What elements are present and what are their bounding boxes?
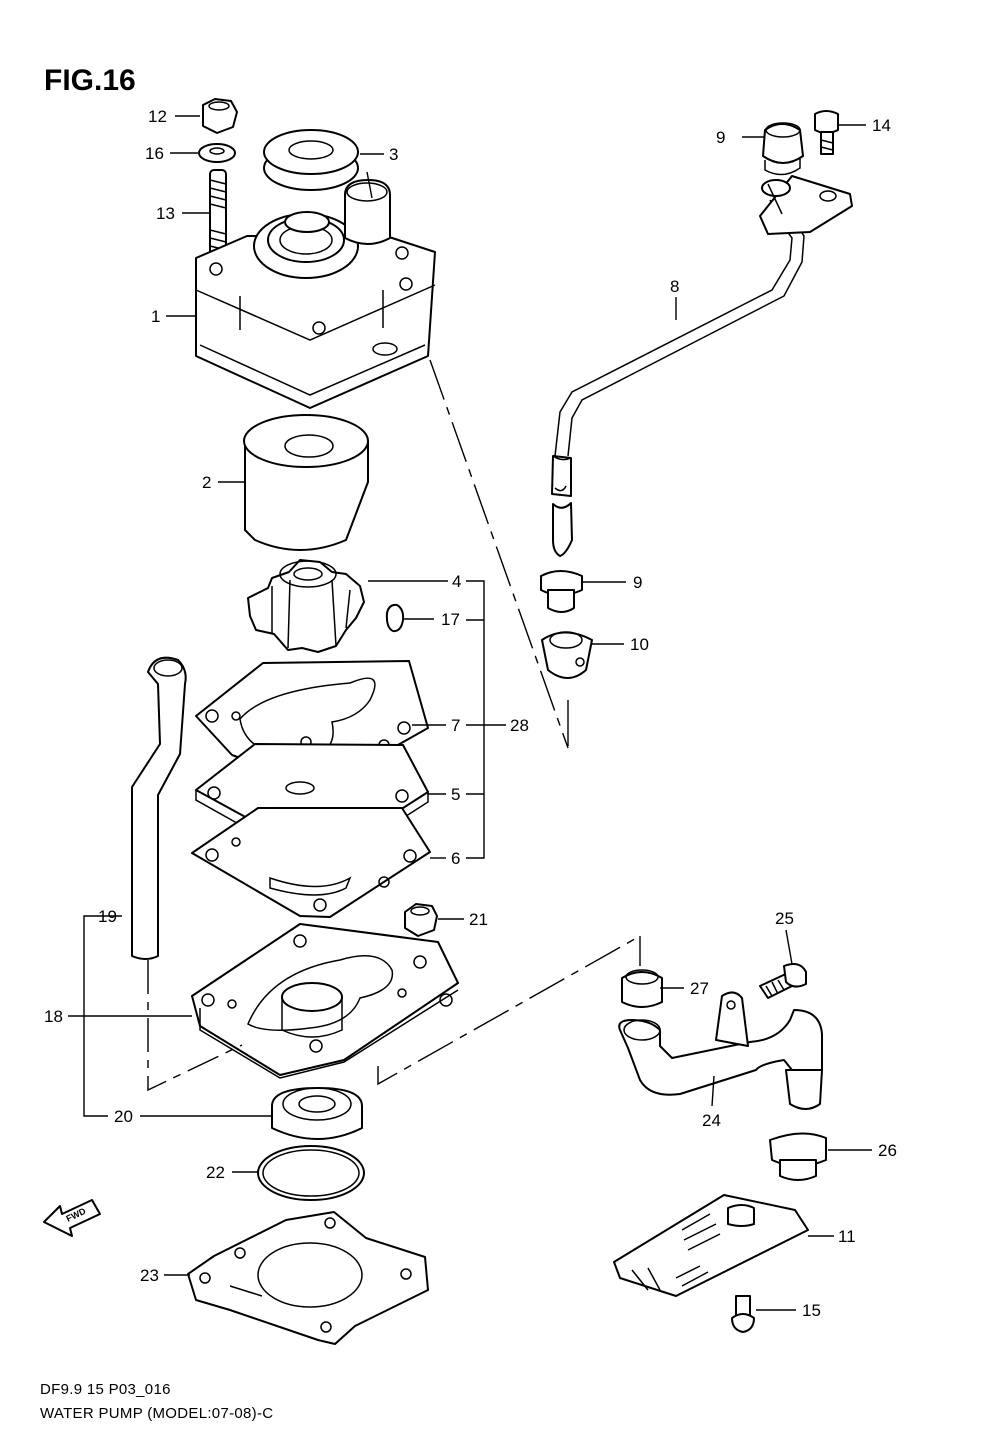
callout-6: 6 <box>451 849 460 868</box>
part-9-grommet-upper <box>762 122 804 176</box>
part-21-nut <box>404 903 438 937</box>
part-11-screen <box>613 1194 809 1297</box>
part-25-bolt <box>759 963 807 999</box>
callout-4: 4 <box>452 572 461 591</box>
callout-28: 28 <box>510 716 529 735</box>
part-24-pipe <box>618 991 823 1110</box>
callout-26: 26 <box>878 1141 897 1160</box>
callout-15: 15 <box>802 1301 821 1320</box>
part-8-water-tube <box>551 189 805 557</box>
fwd-arrow-icon: FWD <box>43 1199 101 1237</box>
callout-27: 27 <box>690 979 709 998</box>
callout-21: 21 <box>469 910 488 929</box>
part-12-nut <box>202 98 238 134</box>
callout-9-upper: 9 <box>716 128 725 147</box>
callout-7: 7 <box>451 716 460 735</box>
figure-title: FIG.16 <box>44 64 136 97</box>
part-18-pump-body <box>191 923 459 1079</box>
callout-11: 11 <box>838 1227 856 1246</box>
part-19-tube <box>131 656 187 960</box>
part-1-pump-case <box>195 179 436 409</box>
part-2-insert-liner <box>243 414 369 551</box>
callout-12: 12 <box>148 107 167 126</box>
part-8-bracket <box>759 175 853 235</box>
callout-23: 23 <box>140 1266 159 1285</box>
callout-labels: 12 16 13 3 1 2 4 17 7 28 5 6 9 14 8 9 10… <box>44 107 897 1320</box>
part-16-washer <box>198 143 236 163</box>
part-22-o-ring <box>257 1145 365 1201</box>
callout-20: 20 <box>114 1107 133 1126</box>
part-9-grommet-lower <box>540 570 583 613</box>
part-20-oil-seal <box>271 1087 363 1140</box>
callout-24: 24 <box>702 1111 721 1130</box>
part-27-collar <box>621 969 663 1008</box>
part-3-seal <box>263 129 359 191</box>
part-26-cap <box>769 1132 827 1181</box>
part-15-screw <box>731 1295 755 1333</box>
leader-lines <box>68 115 872 1311</box>
callout-19: 19 <box>98 907 117 926</box>
callout-10: 10 <box>630 635 649 654</box>
callout-16: 16 <box>145 144 164 163</box>
callout-22: 22 <box>206 1163 225 1182</box>
part-17-key <box>385 603 405 633</box>
part-23-gasket <box>187 1211 429 1345</box>
part-4-impeller <box>247 559 365 653</box>
part-14-bolt <box>814 110 839 155</box>
callout-1: 1 <box>151 307 160 326</box>
callout-3: 3 <box>389 145 398 164</box>
callout-2: 2 <box>202 473 211 492</box>
part-13-stud <box>209 169 227 257</box>
callout-9-lower: 9 <box>633 573 642 592</box>
callout-14: 14 <box>872 116 891 135</box>
callout-13: 13 <box>156 204 175 223</box>
diagram-code: DF9.9 15 P03_016 <box>40 1381 171 1398</box>
callout-17: 17 <box>441 610 460 629</box>
alignment-lines <box>147 171 641 1092</box>
callout-8: 8 <box>670 277 679 296</box>
part-6-gasket <box>191 807 431 918</box>
callout-5: 5 <box>451 785 460 804</box>
callout-18: 18 <box>44 1007 63 1026</box>
diagram-caption: WATER PUMP (MODEL:07-08)-C <box>40 1405 274 1422</box>
part-10-grommet <box>541 631 593 679</box>
callout-25: 25 <box>775 909 794 928</box>
